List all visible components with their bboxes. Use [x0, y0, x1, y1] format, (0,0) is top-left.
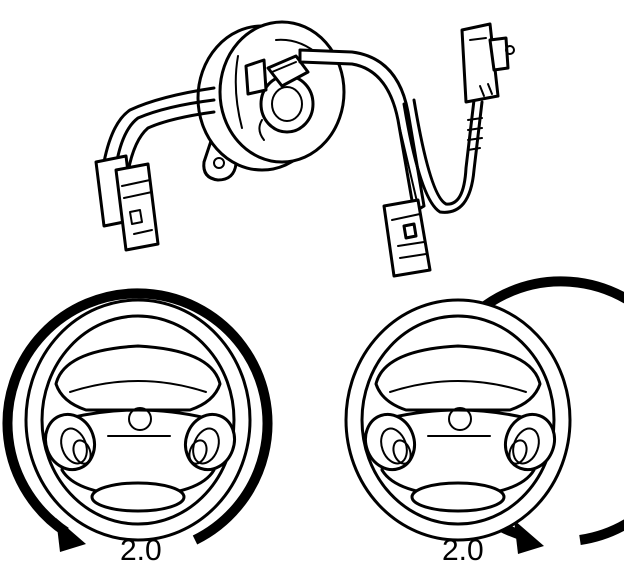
airbag-hub-right [374, 344, 542, 513]
connector-lower-right [382, 198, 432, 278]
steering-wheel-right: 2.0 [344, 276, 624, 567]
clock-spring-assembly [94, 20, 515, 278]
left-spoke-buttons-left [43, 412, 97, 472]
right-spoke-buttons-left [183, 412, 237, 472]
rotation-arrow-left [2, 288, 273, 552]
rotation-label-left: 2.0 [120, 534, 162, 567]
connector-left [94, 154, 160, 252]
housing-connector [244, 54, 310, 96]
airbag-hub-left [54, 344, 222, 513]
right-spoke-buttons-right [503, 412, 557, 472]
left-spoke-buttons-right [363, 412, 417, 472]
ribbon-harness-right [298, 48, 484, 214]
connector-upper-right [460, 22, 515, 151]
ribbon-harness-left [102, 86, 216, 174]
steering-wheel-left: 2.0 [2, 288, 273, 567]
rotation-label-right: 2.0 [442, 534, 484, 567]
